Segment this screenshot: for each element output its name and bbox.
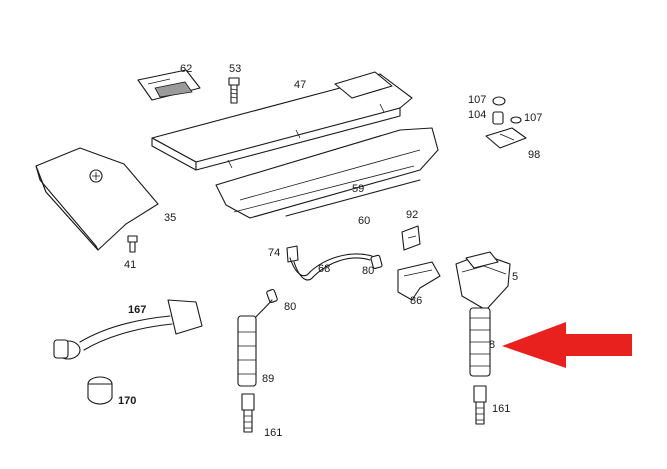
- label-47: 47: [294, 79, 307, 91]
- label-53: 53: [229, 63, 242, 75]
- part-74-clip: [286, 245, 299, 263]
- part-8-plug-connector: [469, 307, 491, 377]
- part-80-connector-left: [266, 289, 278, 303]
- part-59-lower-cover: [215, 127, 439, 219]
- part-60-rod: [285, 179, 421, 217]
- label-170: 170: [118, 395, 137, 407]
- label-41: 41: [124, 259, 137, 271]
- label-98: 98: [528, 149, 541, 161]
- label-8: 8: [489, 339, 496, 351]
- label-161-left: 161: [264, 427, 283, 439]
- part-5-ignition-coil: [455, 251, 511, 311]
- part-86-plug-boot: [397, 261, 441, 301]
- part-47-cover: [151, 71, 413, 171]
- part-92-clip: [401, 225, 421, 251]
- part-68-cable: [289, 253, 373, 281]
- part-161-spark-plug-right: [473, 385, 487, 425]
- part-170-sensor: [87, 376, 113, 405]
- part-167-sensor: [53, 299, 203, 360]
- part-98-bracket-group: [485, 96, 527, 149]
- part-89-lead: [237, 299, 273, 387]
- label-60: 60: [358, 215, 371, 227]
- part-53-bolt: [228, 77, 240, 104]
- red-arrow: [502, 322, 632, 368]
- label-89: 89: [262, 373, 275, 385]
- label-107-top: 107: [468, 94, 487, 106]
- part-80-connector-right: [370, 254, 383, 269]
- part-41-screw: [127, 235, 138, 253]
- label-107-right: 107: [524, 112, 543, 124]
- label-104: 104: [468, 109, 487, 121]
- label-86: 86: [410, 295, 423, 307]
- label-167: 167: [128, 304, 147, 316]
- label-92: 92: [406, 209, 419, 221]
- part-161-spark-plug-left: [241, 393, 255, 433]
- part-62-label-plate: [137, 69, 201, 101]
- label-59: 59: [352, 183, 365, 195]
- label-80-left: 80: [284, 301, 297, 313]
- label-161-right: 161: [492, 403, 511, 415]
- label-68: 68: [318, 263, 331, 275]
- label-74: 74: [268, 247, 281, 259]
- label-35: 35: [164, 212, 177, 224]
- label-80-right: 80: [362, 265, 375, 277]
- label-5: 5: [512, 271, 519, 283]
- part-35-engine-cover: [35, 147, 159, 251]
- label-62: 62: [180, 63, 193, 75]
